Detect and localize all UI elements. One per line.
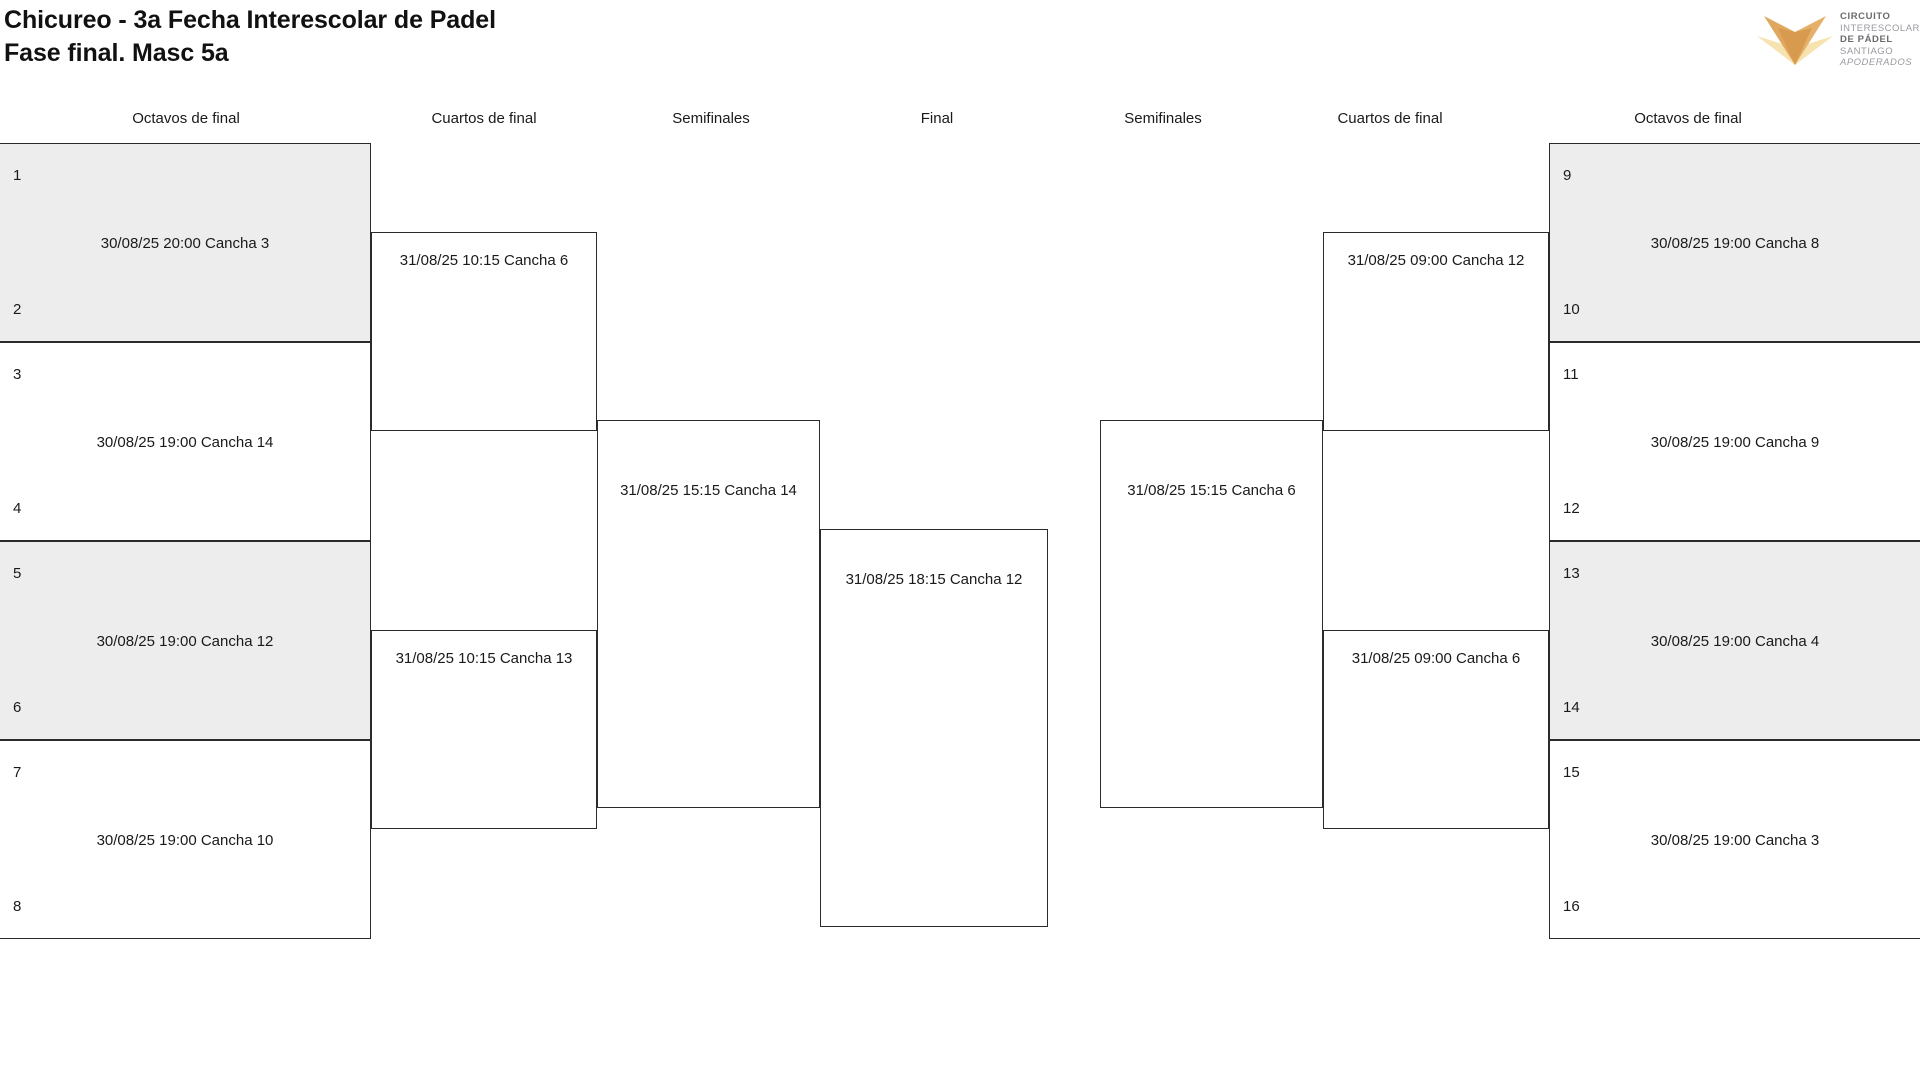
connector-left-qf1: [597, 430, 598, 432]
match-schedule: 30/08/25 19:00 Cancha 8: [1650, 234, 1820, 252]
round-header-0: Octavos de final: [132, 110, 240, 127]
match-octavos-right-3[interactable]: 30/08/25 19:00 Cancha 4 13 14: [1549, 541, 1920, 740]
round-header-1: Cuartos de final: [431, 110, 537, 127]
match-schedule: 30/08/25 19:00 Cancha 14: [96, 433, 274, 451]
logo-line-2: INTERESCOLAR: [1840, 22, 1920, 34]
round-header-6: Octavos de final: [1634, 110, 1742, 127]
match-semifinal-right[interactable]: 31/08/25 15:15 Cancha 6: [1100, 419, 1323, 808]
seed-number: 3: [13, 366, 22, 383]
match-schedule: 30/08/25 19:00 Cancha 12: [96, 632, 274, 650]
match-schedule: 31/08/25 09:00 Cancha 6: [1351, 649, 1521, 667]
seed-number: 12: [1563, 500, 1580, 517]
page-header: Chicureo - 3a Fecha Interescolar de Pade…: [0, 0, 1920, 105]
seed-number: 2: [13, 301, 22, 318]
match-schedule: 30/08/25 19:00 Cancha 3: [1650, 831, 1820, 849]
round-header-5: Cuartos de final: [1337, 110, 1443, 127]
match-schedule: 30/08/25 19:00 Cancha 10: [96, 831, 274, 849]
seed-number: 11: [1563, 366, 1579, 383]
round-header-4: Semifinales: [1124, 110, 1202, 127]
match-schedule: 30/08/25 20:00 Cancha 3: [100, 234, 270, 252]
match-cuartos-right-2[interactable]: 31/08/25 09:00 Cancha 6: [1323, 629, 1549, 829]
title-line-2: Fase final. Masc 5a: [4, 39, 229, 67]
match-octavos-right-4[interactable]: 30/08/25 19:00 Cancha 3 15 16: [1549, 740, 1920, 939]
match-cuartos-left-1[interactable]: 31/08/25 10:15 Cancha 6: [371, 231, 597, 431]
seed-number: 7: [13, 764, 22, 781]
logo-line-3: DE PÁDEL: [1840, 34, 1893, 46]
chevron-logo-icon: [1757, 16, 1833, 65]
logo-line-5: APODERADOS: [1840, 57, 1913, 69]
title-line-1: Chicureo - 3a Fecha Interescolar de Pade…: [4, 6, 496, 34]
logo-wordmark: CIRCUITO INTERESCOLAR DE PÁDEL SANTIAGO …: [1840, 11, 1920, 69]
seed-number: 9: [1563, 167, 1572, 184]
match-semifinal-left[interactable]: 31/08/25 15:15 Cancha 14: [597, 419, 820, 808]
match-schedule: 31/08/25 10:15 Cancha 13: [395, 649, 573, 667]
seed-number: 1: [13, 167, 22, 184]
seed-number: 14: [1563, 699, 1580, 716]
seed-number: 10: [1563, 301, 1580, 318]
match-cuartos-left-2[interactable]: 31/08/25 10:15 Cancha 13: [371, 629, 597, 829]
seed-number: 8: [13, 898, 22, 915]
connector-left-oct1: [371, 231, 372, 233]
seed-number: 5: [13, 565, 22, 582]
round-header-2: Semifinales: [672, 110, 750, 127]
match-schedule: 31/08/25 15:15 Cancha 6: [1127, 481, 1296, 499]
match-schedule: 31/08/25 15:15 Cancha 14: [620, 481, 797, 499]
match-schedule: 31/08/25 09:00 Cancha 12: [1347, 251, 1525, 269]
round-header-3: Final: [920, 110, 954, 127]
logo-line-1: CIRCUITO: [1840, 11, 1891, 22]
seed-number: 13: [1563, 565, 1580, 582]
match-cuartos-right-1[interactable]: 31/08/25 09:00 Cancha 12: [1323, 231, 1549, 431]
match-schedule: 30/08/25 19:00 Cancha 9: [1650, 433, 1820, 451]
connector-left-sf: [820, 728, 821, 729]
page-title: Chicureo - 3a Fecha Interescolar de Pade…: [4, 4, 496, 70]
match-schedule: 31/08/25 18:15 Cancha 12: [845, 571, 1023, 588]
match-schedule: 31/08/25 10:15 Cancha 6: [399, 251, 569, 269]
match-octavos-left-1[interactable]: 30/08/25 20:00 Cancha 3 1 2: [0, 143, 371, 342]
logo-line-4: SANTIAGO: [1840, 45, 1894, 57]
connector-left-oct3: [371, 629, 372, 631]
match-octavos-right-2[interactable]: 30/08/25 19:00 Cancha 9 11 12: [1549, 342, 1920, 541]
match-octavos-left-2[interactable]: 30/08/25 19:00 Cancha 14 3 4: [0, 342, 371, 541]
seed-number: 15: [1563, 764, 1580, 781]
seed-number: 16: [1563, 898, 1580, 915]
seed-number: 4: [13, 500, 22, 517]
match-octavos-left-4[interactable]: 30/08/25 19:00 Cancha 10 7 8: [0, 740, 371, 939]
match-final[interactable]: 31/08/25 18:15 Cancha 12: [820, 529, 1048, 927]
match-schedule: 30/08/25 19:00 Cancha 4: [1650, 632, 1820, 650]
match-octavos-left-3[interactable]: 30/08/25 19:00 Cancha 12 5 6: [0, 541, 371, 740]
tournament-logo: CIRCUITO INTERESCOLAR DE PÁDEL SANTIAGO …: [1748, 6, 1920, 69]
seed-number: 6: [13, 699, 22, 716]
match-octavos-right-1[interactable]: 30/08/25 19:00 Cancha 8 9 10: [1549, 143, 1920, 342]
